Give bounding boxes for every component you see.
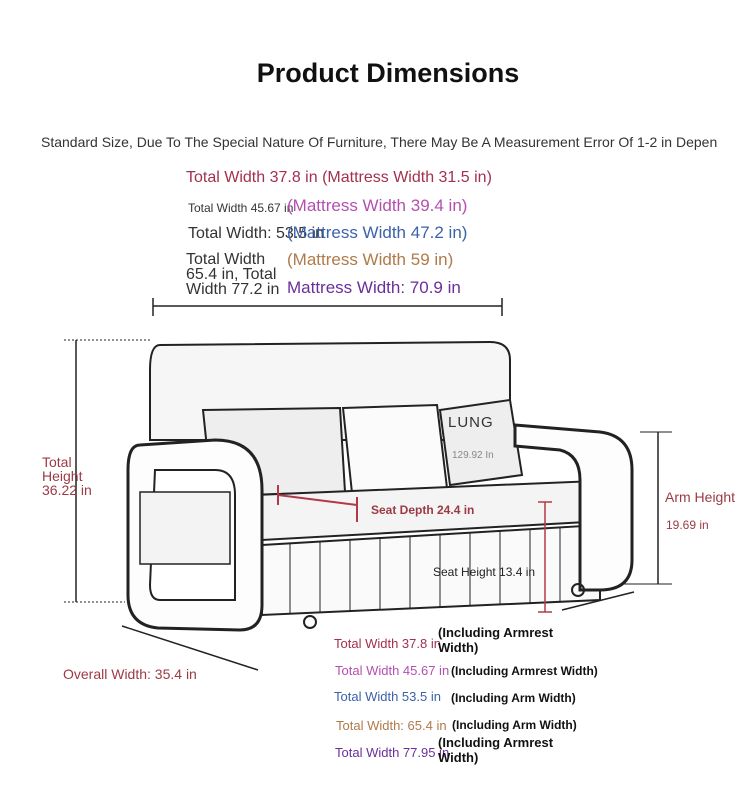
top-label-1: Total Width 37.8 in (Mattress Width 31.5… [186,169,492,186]
top-label-3b: (Mattress Width 47.2 in) [287,223,468,242]
height-dimension-line [64,339,150,603]
pillow-print-text: 129.92 In [452,450,494,461]
base-pleats [289,528,561,614]
arm-height-label: Arm Height [665,489,736,505]
seat-depth-label: Seat Depth 24.4 in [371,503,475,517]
top-label-4a: Total Width 65.4 in, Total Width 77.2 in [186,251,280,298]
pillow-word: LUNG [448,414,494,431]
overall-width-label: Overall Width: 35.4 in [63,666,197,682]
bottom-note-4: (Including Arm Width) [452,718,577,732]
bottom-width-5: Total Width 77.95 in [335,745,450,760]
wheel [303,615,317,629]
pillow-lung [438,398,524,487]
depth-dimension-line [121,625,259,671]
bottom-width-1: Total Width 37.8 in [334,636,441,651]
right-armrest [513,423,634,592]
total-height-label: Total Height 36.22 in [42,454,92,498]
bottom-note-5: (Including Armrest Width) [438,735,554,765]
bottom-width-2: Total Width 45.67 in [335,663,450,678]
sofa-base [261,523,601,617]
bottom-note-3: (Including Arm Width) [451,691,576,705]
seat-depth-marker [277,485,358,522]
wheel [571,583,585,597]
width-dimension-line [152,298,503,316]
measurement-note: Standard Size, Due To The Special Nature… [41,134,718,150]
top-label-3a: Total Width: 53.5 in [188,225,325,242]
bottom-width-4: Total Width: 65.4 in [336,718,447,733]
seat-height-label: Seat Height 13.4 in [433,565,536,579]
pillow-deer [341,403,449,495]
top-label-4b: (Mattress Width 59 in) [287,250,454,269]
page-title: Product Dimensions [256,58,520,88]
arm-height-value: 19.69 in [666,518,709,532]
bottom-note-2: (Including Armrest Width) [451,664,598,678]
top-label-2b: (Mattress Width 39.4 in) [287,196,468,215]
bottom-note-1: (Including Armrest Width) [438,625,554,655]
side-pocket [139,491,231,565]
top-label-2a: Total Width 45.67 in [188,201,294,215]
seat-height-marker [538,501,552,613]
bottom-width-3: Total Width 53.5 in [334,689,441,704]
top-label-5: Mattress Width: 70.9 in [287,278,461,297]
